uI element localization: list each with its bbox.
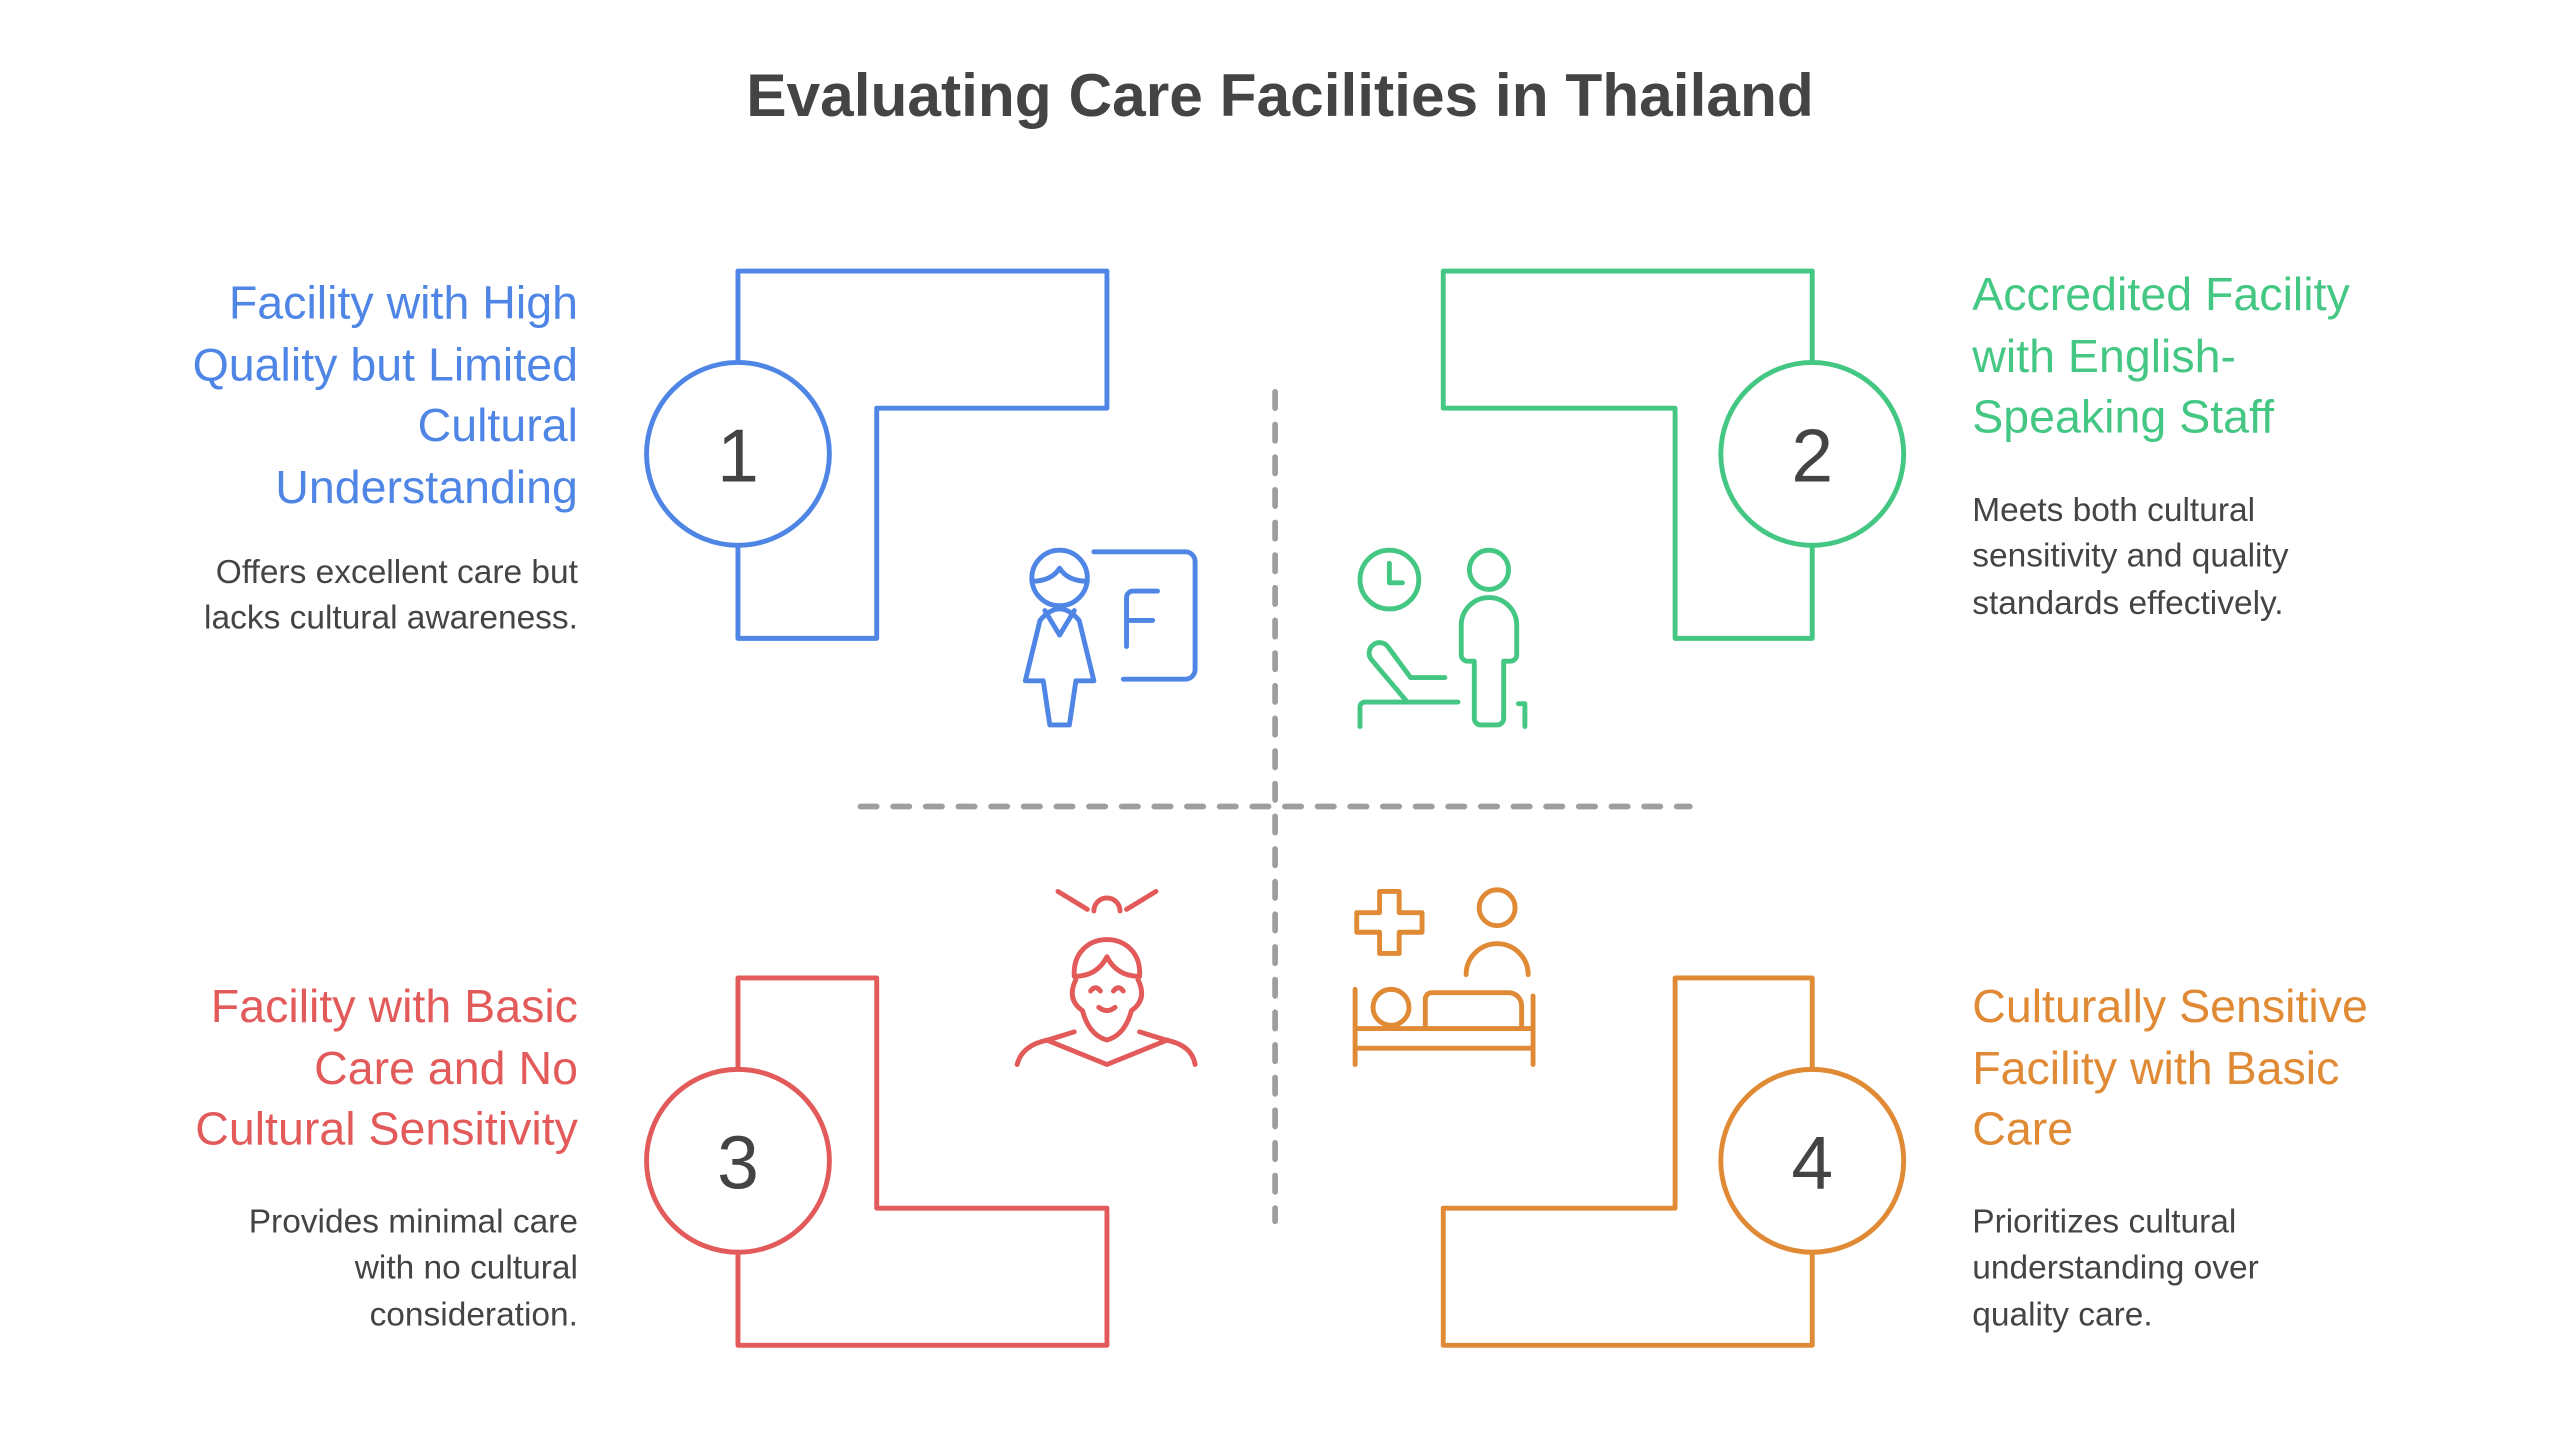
quadrant-4-heading: Culturally Sensitive Facility with Basic… (1972, 981, 2368, 1157)
teacher-board-icon (1022, 547, 1198, 728)
quadrant-3-description: Provides minimal care with no cultural c… (248, 1203, 578, 1334)
thai-woman-icon (1014, 888, 1198, 1067)
quadrant-1-frame (644, 268, 1110, 641)
quadrant-4-frame (1440, 975, 1907, 1348)
hospital-bed-icon (1352, 887, 1536, 1067)
quadrant-2-description: Meets both cultural sensitivity and qual… (1972, 491, 2289, 622)
quadrant-dividers (857, 388, 1693, 1225)
quadrant-4-number: 4 (1791, 1121, 1833, 1205)
quadrant-1-number: 1 (717, 414, 759, 498)
quadrant-2-heading: Accredited Facility with English- Speaki… (1972, 269, 2350, 445)
page-title: Evaluating Care Facilities in Thailand (746, 62, 1814, 129)
quadrant-1-heading: Facility with High Quality but Limited C… (192, 277, 578, 514)
quadrant-4-description: Prioritizes cultural understanding over … (1972, 1203, 2259, 1334)
quadrant-1-description: Offers excellent care but lacks cultural… (204, 553, 578, 638)
quadrant-3-frame (644, 975, 1110, 1348)
quadrant-2-frame (1440, 268, 1907, 641)
quadrant-3-heading: Facility with Basic Care and No Cultural… (195, 981, 578, 1157)
quadrant-2-number: 2 (1791, 414, 1833, 498)
quadrant-3-number: 3 (717, 1121, 759, 1205)
waiting-room-staff-icon (1357, 547, 1528, 729)
